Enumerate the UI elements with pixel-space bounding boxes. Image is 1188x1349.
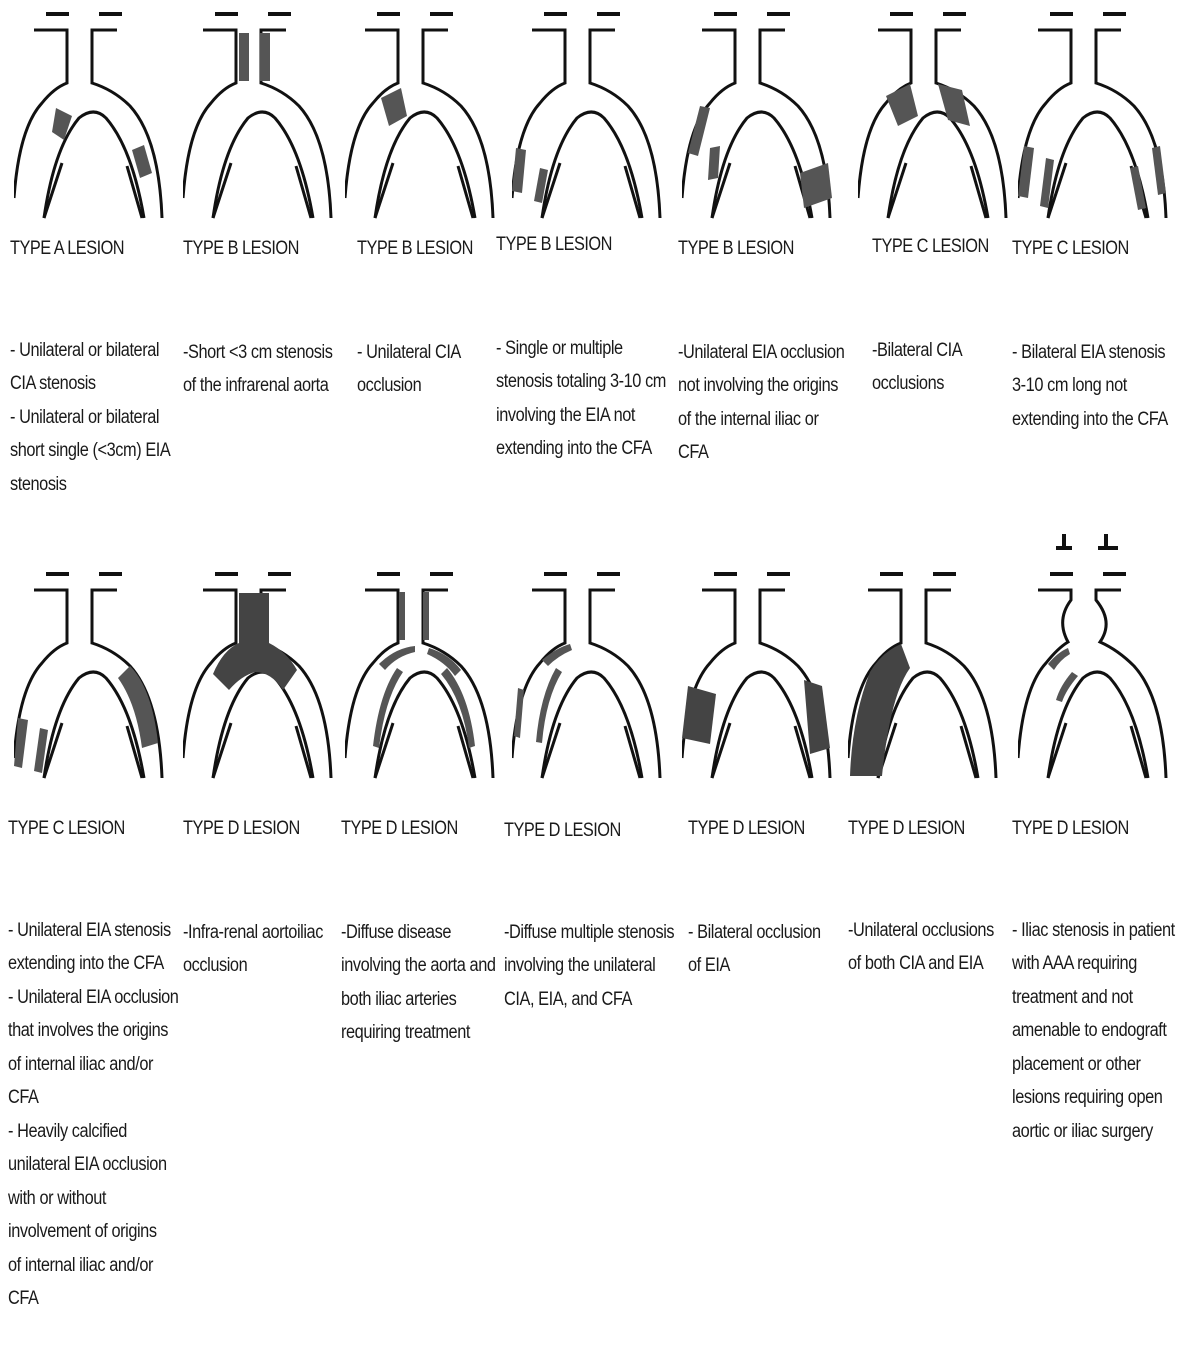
aortoiliac-aneurysm-diagram [1018,530,1178,788]
lesion-type-title: TYPE C LESION [872,236,989,258]
lesion-mark [213,593,297,690]
aortoiliac-diagram [14,8,174,228]
lesion-mark [512,148,526,193]
aortoiliac-diagram [345,8,505,228]
lesion-type-title: TYPE D LESION [1012,818,1129,840]
lesion-mark [850,644,910,776]
lesion-mark [1048,648,1070,670]
lesion-type-title: TYPE D LESION [848,818,965,840]
aortoiliac-diagram [1018,8,1178,228]
aortoiliac-diagram [858,8,1018,228]
aortoiliac-diagram [848,568,1008,788]
lesion-mark [381,88,407,126]
lesion-type-title: TYPE B LESION [183,238,299,260]
aortoiliac-diagram [183,8,343,228]
lesion-type-title: TYPE D LESION [341,818,458,840]
aortoiliac-diagram [512,568,672,788]
lesion-mark [1130,166,1146,210]
aortoiliac-diagram [682,568,842,788]
panel-type-d-multiple-stenosis: TYPE D LESION -Diffuse multiple stenosis… [512,568,682,788]
lesion-type-title: TYPE D LESION [504,820,621,842]
lesion-type-title: TYPE A LESION [10,238,124,260]
aortoiliac-diagram [14,568,174,788]
aortoiliac-diagram [512,8,672,228]
lesion-mark [682,686,716,744]
lesion-mark [938,84,970,126]
aortoiliac-diagram [345,568,505,788]
lesion-mark [688,106,710,156]
lesion-mark [14,718,28,768]
lesion-type-title: TYPE B LESION [357,238,473,260]
lesion-mark [260,33,270,81]
lesion-mark [1152,146,1166,195]
lesion-mark [886,84,918,126]
lesion-mark [804,680,830,754]
lesion-type-title: TYPE D LESION [688,818,805,840]
lesion-type-title: TYPE B LESION [678,238,794,260]
lesion-mark [800,163,832,208]
lesion-type-title: TYPE B LESION [496,234,612,256]
lesion-type-title: TYPE C LESION [1012,238,1129,260]
lesion-mark [514,688,524,738]
lesion-mark [399,592,429,640]
lesion-mark [239,33,249,81]
aortoiliac-diagram [682,8,842,228]
lesion-type-title: TYPE C LESION [8,818,125,840]
lesion-mark [708,146,720,180]
panel-type-d-aaa: TYPE D LESION - Iliac stenosis in patien… [1018,530,1188,788]
lesion-type-title: TYPE D LESION [183,818,300,840]
aortoiliac-diagram [183,568,343,788]
